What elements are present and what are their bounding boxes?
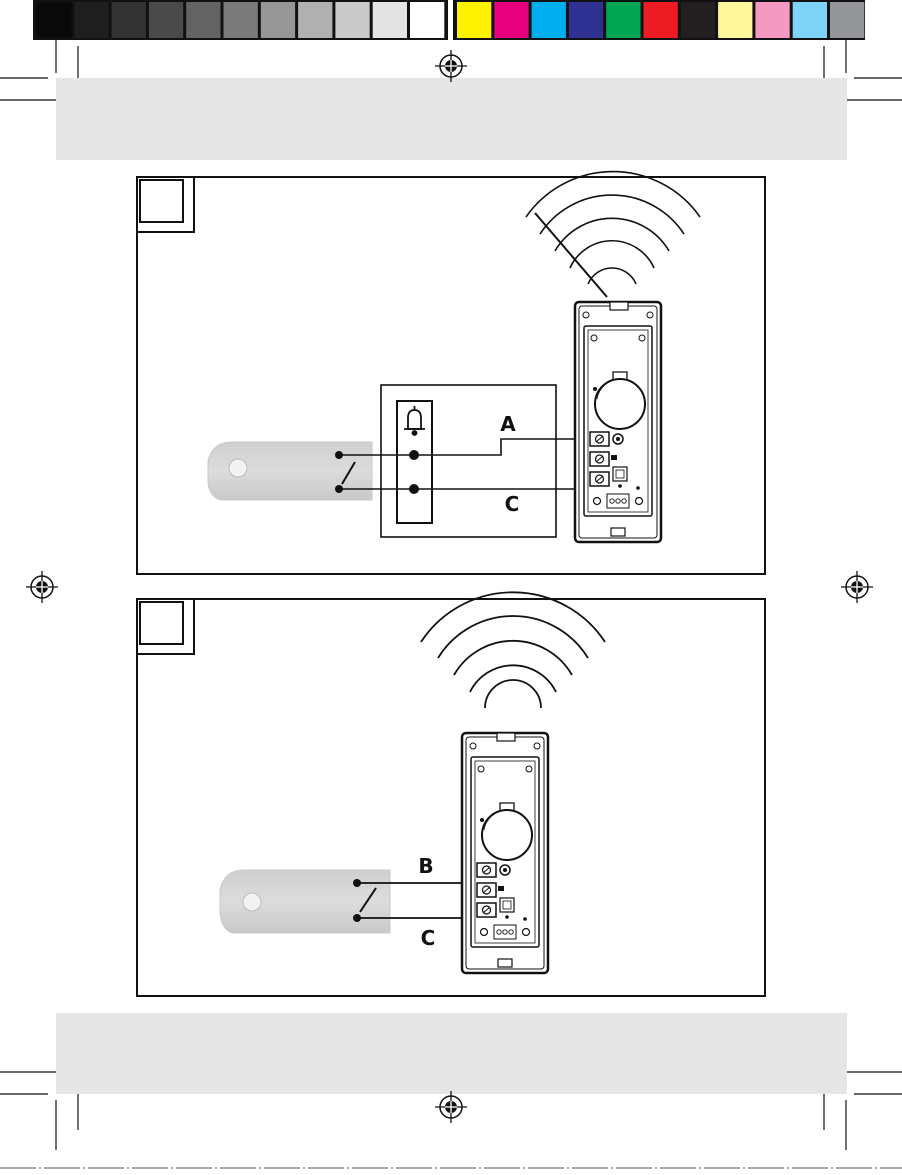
figure-1-number-box — [140, 180, 183, 222]
gray-swatch-1 — [37, 2, 71, 38]
figure-2-number-box — [140, 602, 183, 644]
gray-swatch-7 — [261, 2, 295, 38]
gray-swatch-9 — [335, 2, 369, 38]
gray-swatch-10 — [373, 2, 407, 38]
gray-swatch-11 — [410, 2, 444, 38]
gray-swatch-5 — [186, 2, 220, 38]
registration-mark-right — [841, 571, 873, 603]
registration-mark-left — [26, 571, 58, 603]
gray-swatch-3 — [112, 2, 146, 38]
registration-mark-bottom — [435, 1091, 467, 1123]
color-swatch-5 — [606, 2, 640, 38]
color-swatch-6 — [644, 2, 678, 38]
color-swatch-11 — [830, 2, 864, 38]
color-swatch-9 — [755, 2, 789, 38]
color-swatch-3 — [532, 2, 566, 38]
color-swatch-8 — [718, 2, 752, 38]
bottom-gray-band — [56, 1013, 847, 1094]
terminal-label-c: C — [505, 492, 520, 516]
color-swatch-1 — [457, 2, 491, 38]
transmitter-housing-1 — [575, 302, 661, 542]
color-swatch-2 — [494, 2, 528, 38]
bell-chime-unit — [381, 385, 556, 537]
color-swatch-10 — [793, 2, 827, 38]
color-calibration-bar — [33, 0, 865, 40]
terminal-label-c-2: C — [421, 926, 436, 950]
figure-2-frame — [137, 599, 765, 996]
terminal-label-b: B — [418, 854, 433, 878]
color-swatch-7 — [681, 2, 715, 38]
bell-push-switch — [208, 442, 372, 500]
registration-mark-top — [435, 50, 467, 82]
gray-swatch-8 — [298, 2, 332, 38]
bell-push-switch-2 — [220, 870, 390, 933]
color-swatch-4 — [569, 2, 603, 38]
gray-swatch-4 — [149, 2, 183, 38]
transmitter-housing-2 — [462, 733, 548, 973]
gray-swatch-2 — [74, 2, 108, 38]
top-gray-band — [56, 78, 847, 160]
gray-swatch-6 — [224, 2, 258, 38]
figure-1: A C — [137, 172, 765, 574]
figure-2: B C — [137, 592, 765, 996]
terminal-label-a: A — [500, 412, 516, 436]
